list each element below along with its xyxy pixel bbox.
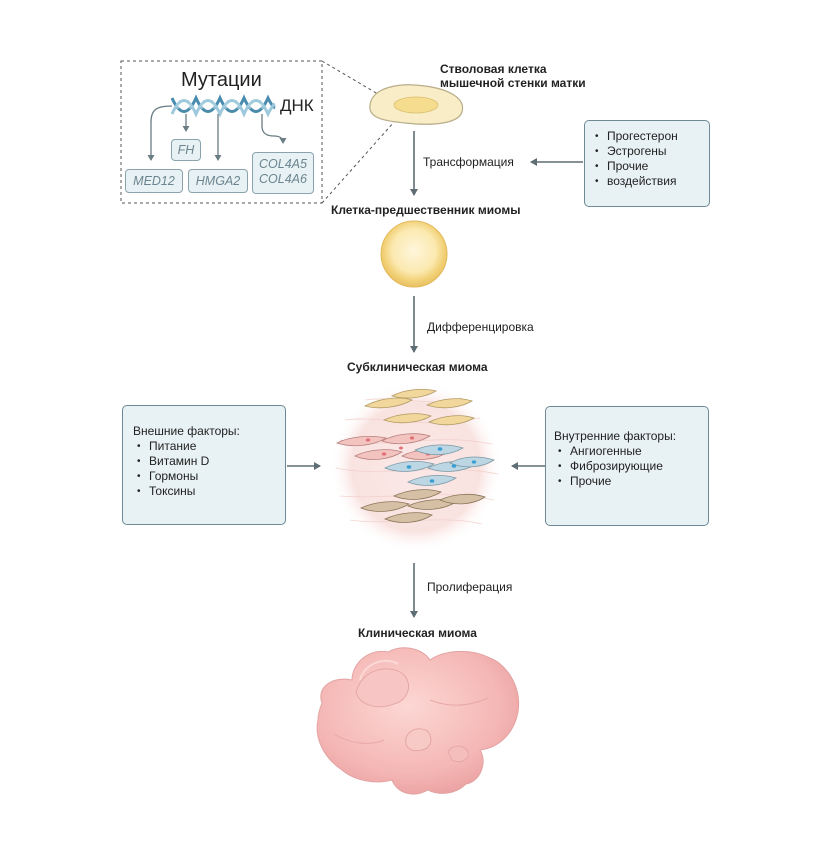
internal-factors-item: Прочие <box>554 474 700 489</box>
stem-cell-label-line1: Стволовая клетка <box>440 62 547 76</box>
subclinical-tissue-icon <box>330 381 502 553</box>
precursor-label: Клетка-предшественник миомы <box>331 203 521 217</box>
external-factors-item: Витамин D <box>133 454 275 469</box>
gene-hmga2: HMGA2 <box>188 169 248 193</box>
hormones-item: Эстрогены <box>591 144 703 159</box>
differentiation-label: Дифференцировка <box>427 320 534 334</box>
precursor-cell-icon <box>380 220 448 288</box>
external-factors-item: Гормоны <box>133 469 275 484</box>
internal-factors-title: Внутренние факторы: <box>554 429 677 443</box>
gene-med12-label: MED12 <box>133 174 175 188</box>
gene-col4a6-label: COL4A6 <box>259 172 307 186</box>
internal-factors-list: Ангиогенные Фиброзирующие Прочие <box>554 444 700 489</box>
hormones-box: Прогестерон Эстрогены Прочие воздействия <box>584 120 710 207</box>
mutations-frame <box>120 60 323 204</box>
clinical-label: Клиническая миома <box>358 626 477 640</box>
gene-col4a: COL4A5 COL4A6 <box>252 152 314 194</box>
clinical-myoma-icon <box>316 647 520 795</box>
gene-fh-label: FH <box>177 143 195 157</box>
external-factors-item: Токсины <box>133 484 275 499</box>
gene-fh: FH <box>171 139 201 161</box>
transformation-label: Трансформация <box>423 155 514 169</box>
stem-cell-icon <box>369 84 464 125</box>
arrow-to-col4a <box>261 114 287 144</box>
mutations-title: Мутации <box>181 69 262 91</box>
zoom-line-top <box>321 60 384 98</box>
stem-cell-label-line2: мышечной стенки матки <box>440 76 586 90</box>
hormones-item: воздействия <box>591 174 703 189</box>
dna-helix-icon <box>170 94 276 118</box>
external-factors-item: Питание <box>133 439 275 454</box>
internal-factors-box: Внутренние факторы: Ангиогенные Фиброзир… <box>545 406 709 526</box>
internal-factors-item: Фиброзирующие <box>554 459 700 474</box>
proliferation-label: Пролиферация <box>427 580 513 594</box>
external-factors-box: Внешние факторы: Питание Витамин D Гормо… <box>122 405 286 525</box>
external-factors-title: Внешние факторы: <box>133 424 240 438</box>
external-factors-list: Питание Витамин D Гормоны Токсины <box>133 439 275 499</box>
dna-label: ДНК <box>280 96 314 115</box>
gene-med12: MED12 <box>125 169 183 193</box>
gene-col4a5-label: COL4A5 <box>259 157 307 171</box>
arrow-to-med12 <box>147 105 173 161</box>
hormones-list: Прогестерон Эстрогены Прочие воздействия <box>591 129 703 189</box>
subclinical-label: Субклиническая миома <box>347 360 488 374</box>
hormones-item: Прогестерон <box>591 129 703 144</box>
hormones-item: Прочие <box>591 159 703 174</box>
gene-hmga2-label: HMGA2 <box>195 174 241 188</box>
zoom-line-bottom <box>321 121 395 204</box>
internal-factors-item: Ангиогенные <box>554 444 700 459</box>
